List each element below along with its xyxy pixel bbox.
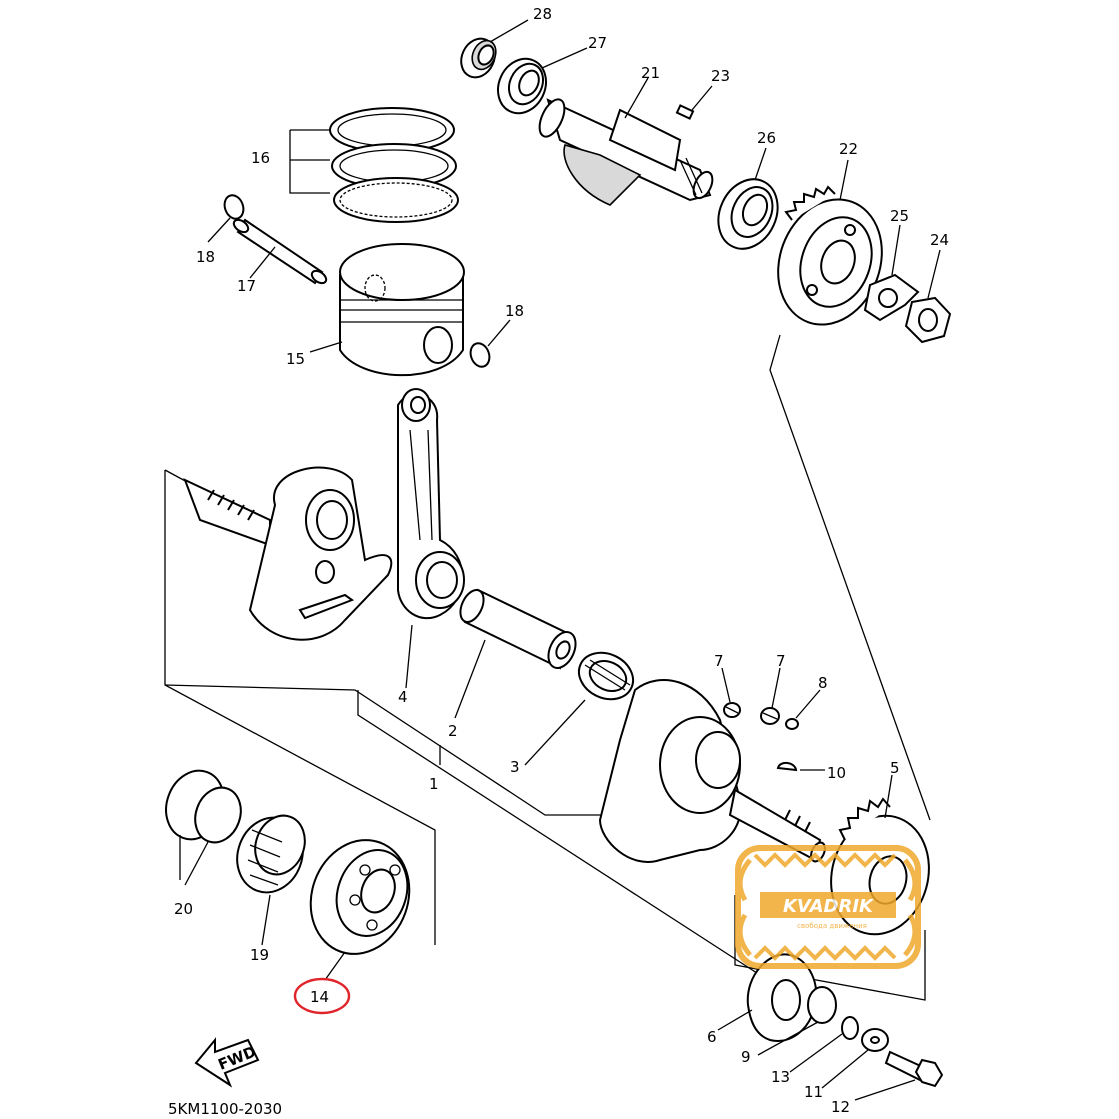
nut-part-24 <box>904 296 952 344</box>
needle-bearing-part-3 <box>577 651 635 701</box>
callout-11: 11 <box>804 1083 823 1101</box>
crankshaft-left-web-part-1 <box>183 466 393 641</box>
key-part-23 <box>675 104 695 120</box>
callout-18-right: 18 <box>505 302 524 320</box>
callout-1: 1 <box>429 775 439 793</box>
plate-part-6 <box>746 953 818 1042</box>
piston-pin-clip-part-18-right <box>469 342 491 368</box>
washer-part-13 <box>841 1016 859 1040</box>
callout-9: 9 <box>741 1048 751 1066</box>
lock-washer-part-25 <box>863 273 920 322</box>
washer-part-11 <box>861 1028 889 1052</box>
callout-18-left: 18 <box>196 248 215 266</box>
spacer-part-19 <box>236 814 306 894</box>
callout-3: 3 <box>510 758 520 776</box>
bolt-part-12 <box>884 1050 944 1088</box>
oil-seal-part-28 <box>460 37 497 79</box>
piston-pin-clip-part-18-left <box>223 194 245 220</box>
watermark-subtext: свобода движения <box>797 922 867 930</box>
bearing-part-26 <box>717 178 779 250</box>
connecting-rod-part-4 <box>397 388 465 620</box>
callout-8: 8 <box>818 674 828 692</box>
piston-pin-part-17 <box>232 218 328 285</box>
callout-20: 20 <box>174 900 193 918</box>
watermark-brand-text: KVADRIK <box>783 896 875 917</box>
callout-19: 19 <box>250 946 269 964</box>
balancer-gear-part-22 <box>777 185 883 326</box>
callout-7-right: 7 <box>776 652 786 670</box>
callout-6: 6 <box>707 1028 717 1046</box>
callout-28: 28 <box>533 5 552 23</box>
callout-13: 13 <box>771 1068 790 1086</box>
piston-part-15 <box>339 243 465 377</box>
callout-15: 15 <box>286 350 305 368</box>
callout-numbers: 28 27 21 23 26 22 25 24 16 18 17 18 15 4… <box>174 5 949 1116</box>
callout-24: 24 <box>930 231 949 249</box>
callout-leader-lines <box>179 19 941 1101</box>
bearing-part-27 <box>497 57 547 115</box>
catalog-code: 5KM1100-2030 <box>168 1100 282 1118</box>
callout-14: 14 <box>310 988 329 1006</box>
crank-pin-part-2 <box>459 588 577 670</box>
plug-part-7-right <box>760 707 780 725</box>
bearing-part-14 <box>309 839 411 955</box>
callout-26: 26 <box>757 129 776 147</box>
crankshaft-right-web-part-1 <box>598 679 826 863</box>
balancer-shaft-part-21 <box>538 98 714 206</box>
callout-17: 17 <box>237 277 256 295</box>
part-14-highlight-circle <box>293 977 351 1015</box>
callout-10: 10 <box>827 764 846 782</box>
callout-22: 22 <box>839 140 858 158</box>
circlip-part-9 <box>807 986 837 1024</box>
callout-7-left: 7 <box>714 652 724 670</box>
fwd-direction-arrow: FWD <box>194 1037 260 1088</box>
callout-5: 5 <box>890 759 900 777</box>
piston-rings-part-16 <box>329 107 459 223</box>
callout-16: 16 <box>251 149 270 167</box>
plug-part-8 <box>785 718 799 730</box>
callout-12: 12 <box>831 1098 850 1116</box>
callout-27: 27 <box>588 34 607 52</box>
kvadrik-watermark-logo: KVADRIK свобода движения <box>735 845 921 969</box>
plug-part-7-left <box>723 702 741 718</box>
woodruff-key-part-10 <box>776 762 798 772</box>
circlip-part-20 <box>165 769 242 844</box>
callout-4: 4 <box>398 688 408 706</box>
callout-2: 2 <box>448 722 458 740</box>
callout-21: 21 <box>641 64 660 82</box>
callout-23: 23 <box>711 67 730 85</box>
callout-25: 25 <box>890 207 909 225</box>
